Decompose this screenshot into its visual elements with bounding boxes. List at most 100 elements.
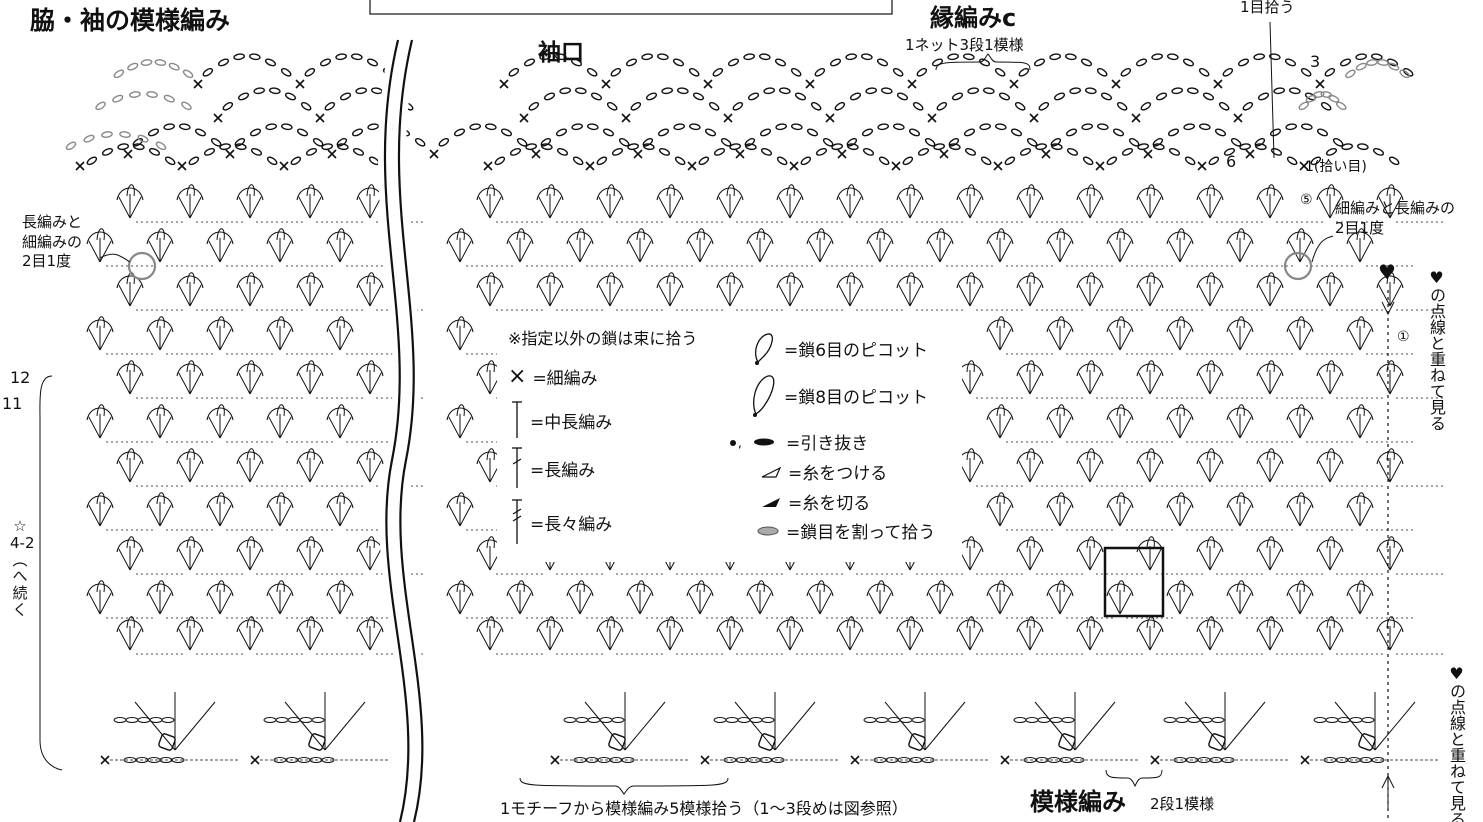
shell-motif — [1226, 580, 1254, 615]
chain-arch — [800, 143, 890, 166]
chain-arch — [1106, 143, 1196, 166]
sc-mark — [483, 161, 493, 171]
decrease-circle-right — [1283, 251, 1313, 281]
shell-motif — [1316, 184, 1344, 219]
sc-mark — [499, 79, 509, 89]
shell-motif — [1166, 404, 1194, 439]
shell-motif — [656, 616, 684, 651]
sc-mark — [703, 79, 713, 89]
sc-mark — [1233, 113, 1243, 123]
right-decrease-note: 細編みと長編みの 2目1度 — [1335, 199, 1456, 238]
row-1-pick-label: 1(拾い目) — [1305, 159, 1367, 175]
shell-motif — [206, 316, 234, 351]
shell-motif — [836, 616, 864, 651]
chain-arch — [1004, 143, 1094, 166]
sc-mark — [939, 149, 949, 159]
shell-motif — [596, 184, 624, 219]
legend-label: =細編み — [532, 369, 598, 389]
chain-arch — [1120, 53, 1210, 77]
heart-note-bottom: ♥の点線と重ねて見る — [1447, 664, 1466, 822]
shell-motif — [236, 184, 264, 219]
shell-motif — [506, 228, 534, 263]
sc-mark — [1029, 113, 1039, 123]
chain-arch — [732, 87, 822, 111]
shell-motif — [86, 492, 114, 527]
sc-mark — [1245, 149, 1255, 159]
shell-motif — [1346, 580, 1374, 615]
shell-motif — [356, 616, 384, 651]
shell-motif — [296, 184, 324, 219]
shell-motif — [1286, 492, 1314, 527]
shell-motif — [686, 580, 714, 615]
legend-label: =鎖目を割って拾う — [786, 523, 936, 543]
shell-motif — [986, 404, 1014, 439]
chain-arch — [1345, 59, 1410, 79]
shell-motif — [1016, 616, 1044, 651]
shell-motif — [206, 228, 234, 263]
left-decrease-note: 長編みと 細編みの 2目1度 — [22, 213, 83, 270]
shell-motif — [176, 272, 204, 307]
shell-motif — [1376, 448, 1404, 483]
shell-motif — [1226, 316, 1254, 351]
legend-label: =鎖8目のピコット — [784, 387, 929, 408]
shell-motif — [716, 184, 744, 219]
legend-item-cut: =糸を切る — [760, 489, 870, 514]
legend-note: ※指定以外の鎖は束に拾う — [508, 329, 698, 348]
chain-arch — [744, 123, 834, 147]
sc-mark — [1111, 79, 1121, 89]
shell-motif — [1286, 580, 1314, 615]
picot8-icon — [753, 375, 775, 417]
chain-arch — [113, 59, 194, 79]
shell-motif — [986, 316, 1014, 351]
shell-motif — [266, 228, 294, 263]
shell-motif — [956, 184, 984, 219]
row-1c-label: ① — [1397, 329, 1410, 345]
legend-panel — [497, 322, 962, 562]
pattern-brace — [1105, 769, 1163, 788]
shell-motif — [596, 616, 624, 651]
top-frame — [369, 0, 893, 15]
cut-yarn-icon — [762, 497, 780, 507]
junction-mark — [908, 733, 926, 751]
shell-motif — [536, 616, 564, 651]
shell-motif — [806, 228, 834, 263]
shell-motif — [806, 580, 834, 615]
pattern-title: 模様編み — [1030, 788, 1126, 816]
shell-motif — [956, 616, 984, 651]
shell-motif — [476, 184, 504, 219]
shell-motif — [86, 228, 114, 263]
sc-mark — [805, 79, 815, 89]
shell-motif — [116, 360, 144, 395]
shell-motif — [1016, 272, 1044, 307]
shell-motif — [356, 536, 384, 571]
shell-motif — [446, 228, 474, 263]
shell-motif — [1256, 448, 1284, 483]
sc-mark — [687, 161, 697, 171]
shell-motif — [476, 272, 504, 307]
shell-motif — [986, 492, 1014, 527]
chain-arch — [630, 87, 720, 111]
row-bracket — [39, 375, 63, 771]
shell-motif — [1046, 492, 1074, 527]
shell-motif — [716, 272, 744, 307]
shell-motif — [476, 616, 504, 651]
shell-motif — [1196, 272, 1224, 307]
shell-motif — [1316, 272, 1344, 307]
shell-motif — [1226, 404, 1254, 439]
sc-mark — [123, 149, 133, 159]
shell-motif — [896, 184, 924, 219]
shell-motif — [236, 272, 264, 307]
pickup-brace — [519, 777, 729, 795]
sc-mark — [429, 149, 439, 159]
sc-mark — [1300, 755, 1310, 765]
sc-mark — [75, 161, 85, 171]
legend-label: =引き抜き — [786, 434, 869, 454]
chain-arch — [438, 123, 528, 147]
sc-mark — [735, 149, 745, 159]
legend-item-split: =鎖目を割って拾う — [756, 518, 935, 543]
chain-arch — [1152, 123, 1242, 147]
sc-mark — [789, 161, 799, 171]
shell-motif — [176, 448, 204, 483]
sc-mark — [1299, 161, 1309, 171]
shell-motif — [1076, 536, 1104, 571]
